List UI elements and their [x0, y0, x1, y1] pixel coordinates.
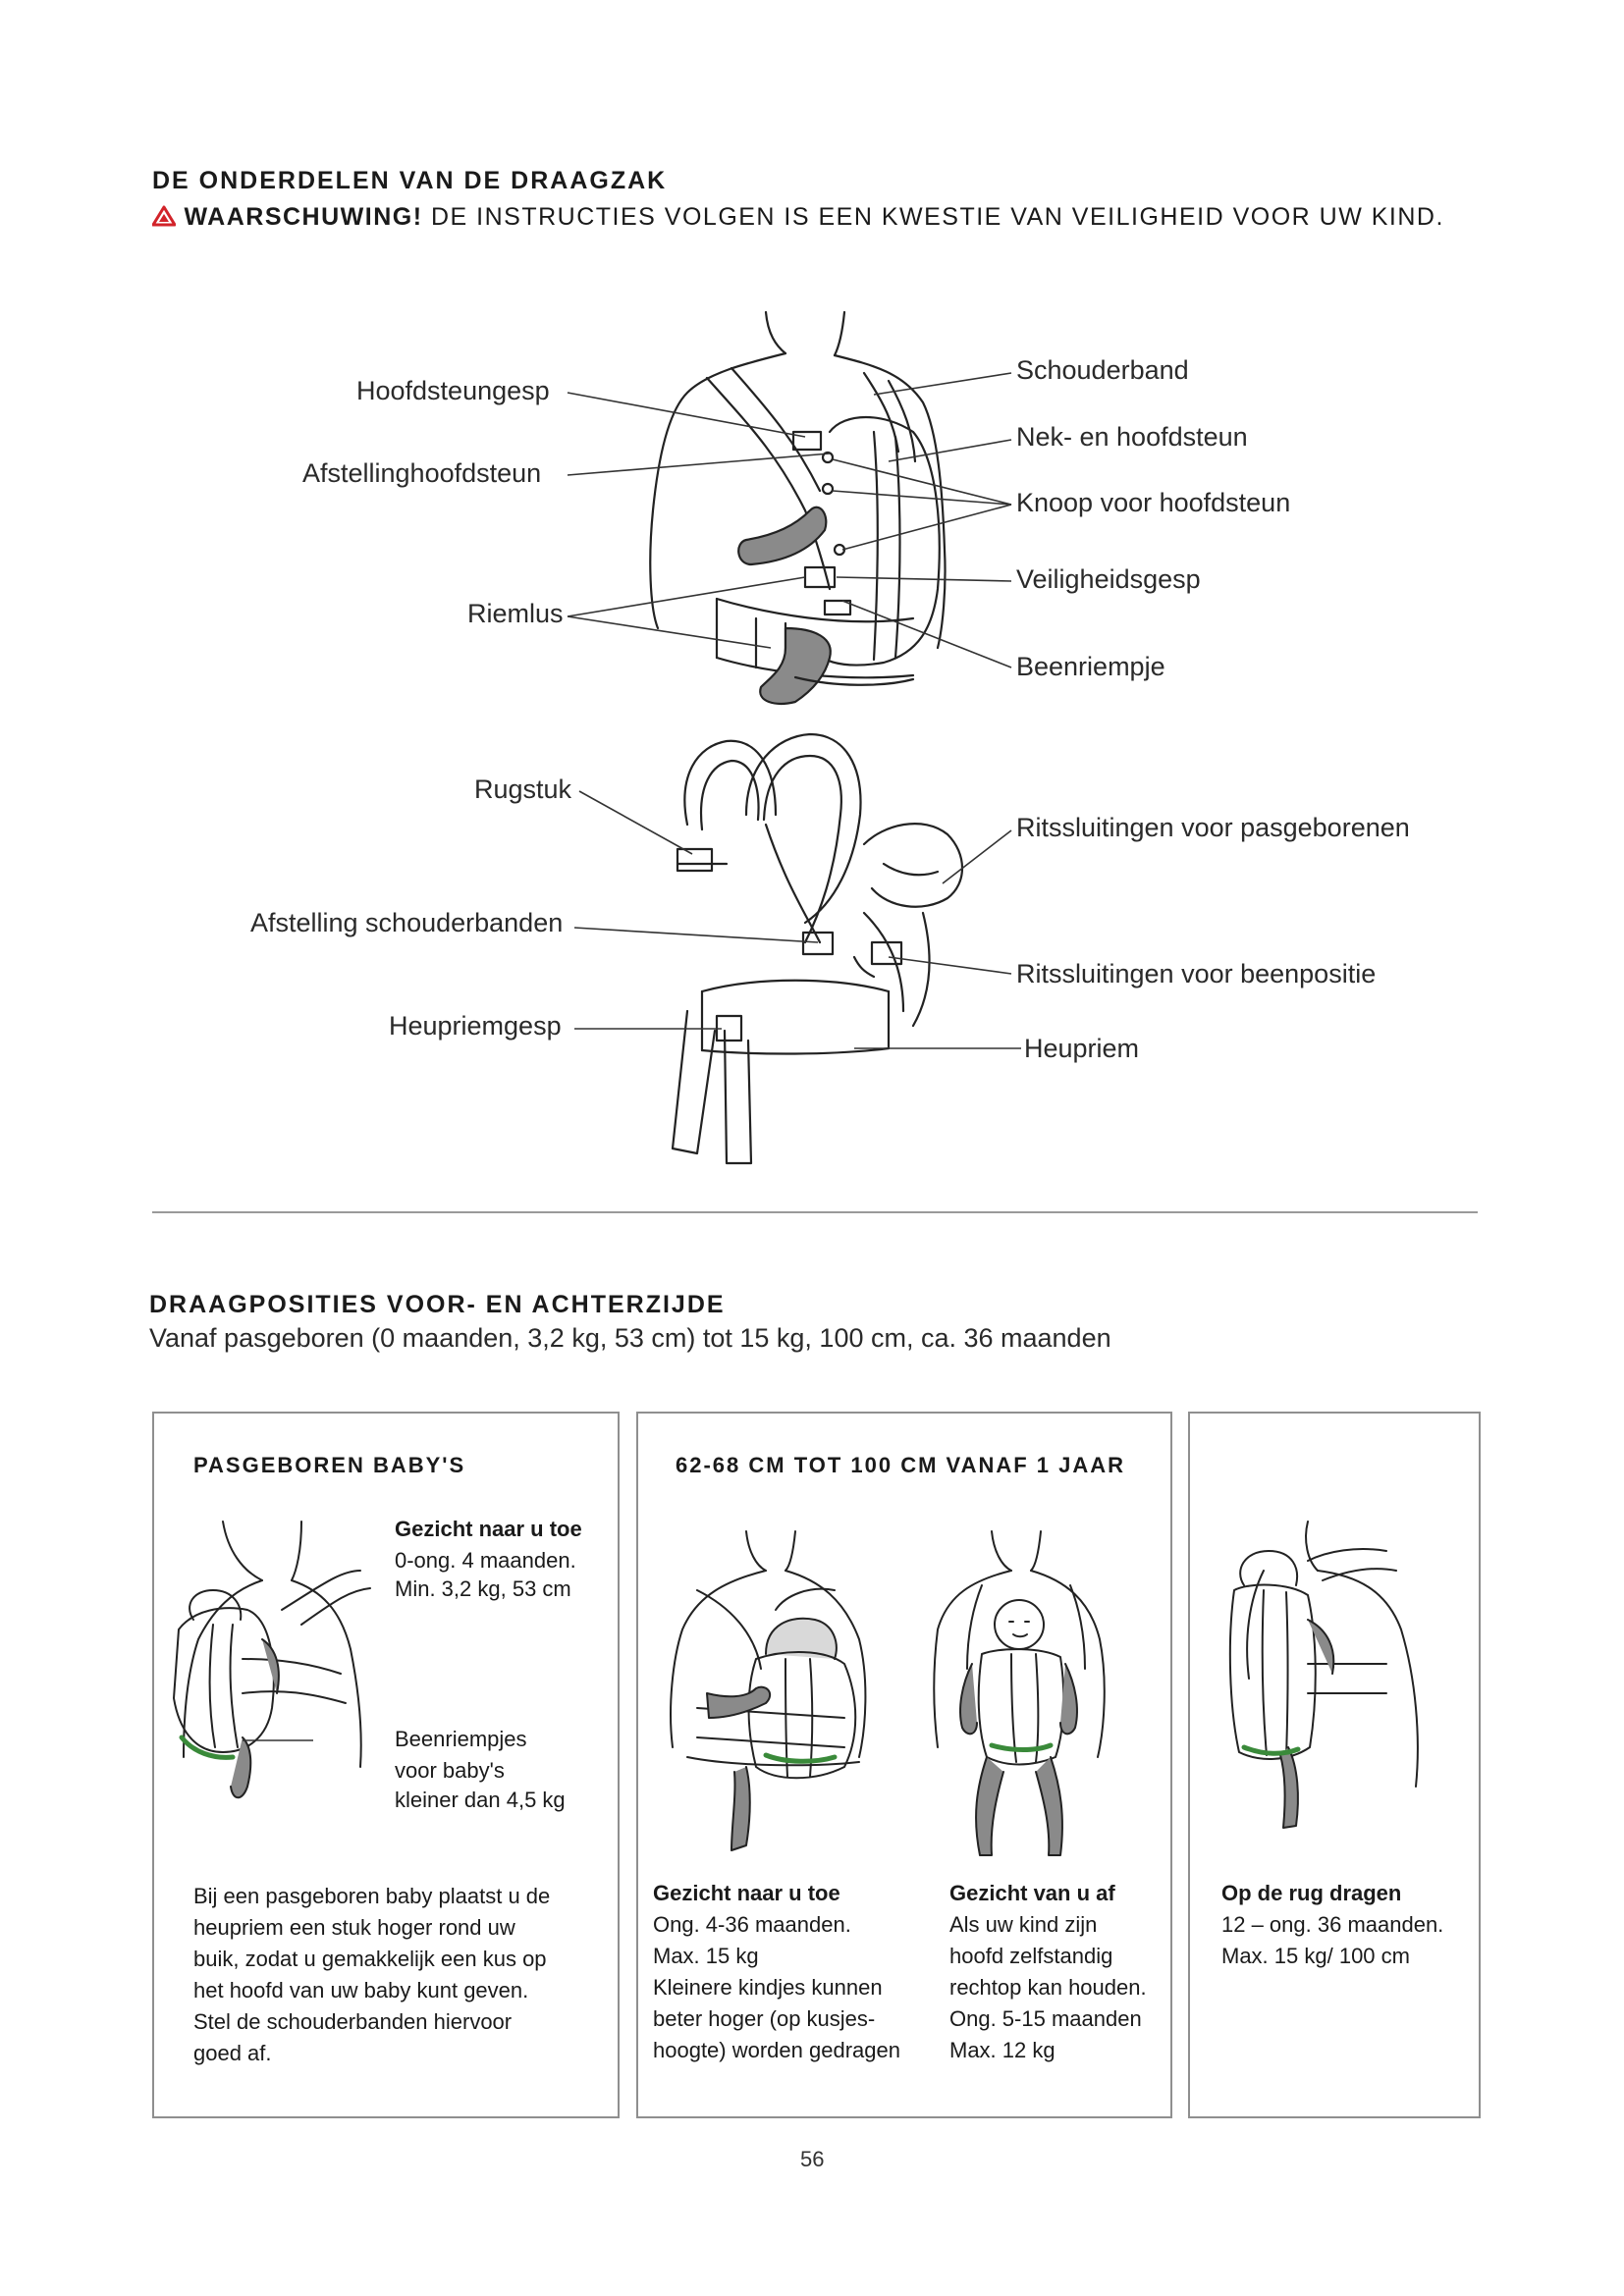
face-in-line-2: Min. 3,2 kg, 53 cm — [395, 1576, 571, 1601]
body-line-6: goed af. — [193, 2041, 272, 2065]
label-hoofdsteungesp: Hoofdsteungesp — [356, 376, 550, 405]
body-line-2: heupriem een stuk hoger rond uw — [193, 1915, 515, 1940]
section-divider — [152, 1211, 1478, 1213]
green-seat-marker-2 — [989, 1742, 1054, 1752]
face-in-line-3: Kleinere kindjes kunnen — [653, 1975, 883, 2000]
label-schouderband: Schouderband — [1016, 355, 1189, 385]
face-in-title: Gezicht naar u toe — [395, 1517, 582, 1541]
body-line-1: Bij een pasgeboren baby plaatst u de — [193, 1884, 551, 1908]
back-carry-line-2: Max. 15 kg/ 100 cm — [1221, 1944, 1410, 1968]
face-out-line-4: Ong. 5-15 maanden — [949, 2006, 1142, 2031]
warning-triangle-icon — [152, 205, 176, 227]
warning-line: WAARSCHUWING! DE INSTRUCTIES VOLGEN IS E… — [152, 203, 1444, 232]
label-rugstuk: Rugstuk — [474, 774, 572, 804]
back-carry-title: Op de rug dragen — [1221, 1881, 1402, 1905]
face-in-title: Gezicht naar u toe — [653, 1881, 840, 1905]
page-number: 56 — [800, 2147, 825, 2171]
label-heupriemgesp: Heupriemgesp — [389, 1011, 562, 1041]
label-heupriem: Heupriem — [1024, 1034, 1140, 1063]
face-out-line-3: rechtop kan houden. — [949, 1975, 1147, 2000]
face-in-line-4: beter hoger (op kusjes- — [653, 2006, 876, 2031]
label-afstellinghoofdsteun: Afstellinghoofdsteun — [302, 458, 542, 488]
section-subtitle: Vanaf pasgeboren (0 maanden, 3,2 kg, 53 … — [149, 1323, 1111, 1353]
face-in-line-1: Ong. 4-36 maanden. — [653, 1912, 851, 1937]
section-title-positions: DRAAGPOSITIES VOOR- EN ACHTERZIJDE — [149, 1291, 726, 1318]
box-heading: 62-68 CM TOT 100 CM VANAF 1 JAAR — [676, 1453, 1126, 1477]
leg-strap-line-3: kleiner dan 4,5 kg — [395, 1788, 566, 1812]
body-line-4: het hoofd van uw baby kunt geven. — [193, 1978, 529, 2002]
section-title-parts: DE ONDERDELEN VAN DE DRAAGZAK — [152, 167, 668, 194]
green-seat-marker-1 — [763, 1752, 838, 1764]
face-in-line-1: 0-ong. 4 maanden. — [395, 1548, 576, 1573]
face-in-line-2: Max. 15 kg — [653, 1944, 759, 1968]
label-ritssluitingen-pasgeborenen: Ritssluitingen voor pasgeborenen — [1016, 813, 1410, 842]
newborn-carrier-illustration — [173, 1521, 371, 1799]
face-in-line-5: hoogte) worden gedragen — [653, 2038, 900, 2062]
warning-bold: WAARSCHUWING! — [184, 203, 423, 231]
face-out-line-2: hoofd zelfstandig — [949, 1944, 1113, 1968]
label-beenriempje: Beenriempje — [1016, 652, 1165, 681]
leg-strap-line-2: voor baby's — [395, 1758, 505, 1783]
label-ritssluitingen-beenpositie: Ritssluitingen voor beenpositie — [1016, 959, 1377, 988]
label-knoop-hoofdsteun: Knoop voor hoofdsteun — [1016, 488, 1291, 517]
body-line-5: Stel de schouderbanden hiervoor — [193, 2009, 513, 2034]
warning-text: DE INSTRUCTIES VOLGEN IS EEN KWESTIE VAN… — [422, 203, 1444, 231]
green-seat-marker — [179, 1735, 236, 1760]
face-out-line-1: Als uw kind zijn — [949, 1912, 1098, 1937]
label-veiligheidsgesp: Veiligheidsgesp — [1016, 564, 1201, 594]
back-carry-line-1: 12 – ong. 36 maanden. — [1221, 1912, 1444, 1937]
body-line-3: buik, zodat u gemakkelijk een kus op — [193, 1947, 547, 1971]
label-afstelling-schouderbanden: Afstelling schouderbanden — [250, 908, 564, 937]
face-out-title: Gezicht van u af — [949, 1881, 1115, 1905]
green-seat-marker — [1241, 1744, 1301, 1756]
leg-strap-line-1: Beenriempjes — [395, 1727, 527, 1751]
label-riemlus: Riemlus — [467, 599, 564, 628]
back-carry-illustration — [1228, 1521, 1419, 1829]
box-toddler: 62-68 CM TOT 100 CM VANAF 1 JAAR — [636, 1412, 1172, 2118]
carrier-parts-diagram — [567, 310, 1021, 1165]
face-out-line-5: Max. 12 kg — [949, 2038, 1056, 2062]
box-newborn: PASGEBOREN BABY'S Gezicht naar u toe 0-o… — [152, 1412, 620, 2118]
label-nek-hoofdsteun: Nek- en hoofdsteun — [1016, 422, 1248, 452]
toddler-carrier-illustrations — [670, 1530, 1106, 1856]
box-heading: PASGEBOREN BABY'S — [193, 1453, 466, 1477]
box-back-carry: Op de rug dragen 12 – ong. 36 maanden. M… — [1188, 1412, 1481, 2118]
